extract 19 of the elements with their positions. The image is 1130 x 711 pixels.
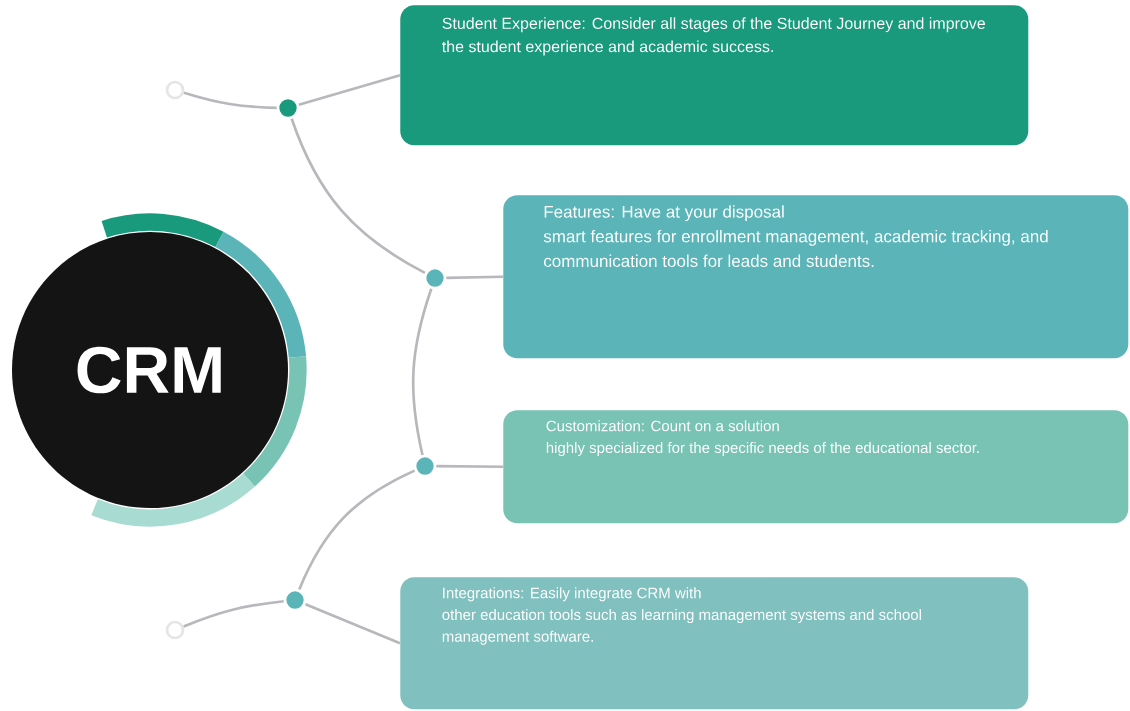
- end-cap: [165, 80, 185, 100]
- arc-line: [183, 91, 277, 110]
- arc-line: [290, 118, 426, 274]
- info-box: Student Experience: Consider all stages of the Student Journey and improve the student experience and academic success.: [400, 5, 1029, 146]
- connector-line: [298, 74, 401, 107]
- end-cap: [165, 620, 185, 640]
- dot-marker: [283, 588, 307, 612]
- dot-marker: [423, 266, 447, 290]
- connector-line: [436, 464, 504, 469]
- arc-line: [298, 469, 416, 591]
- dot-marker: [276, 96, 300, 120]
- info-box: Integrations: Easily integrate CRM with other education tools such as learning management systems and school management software.: [400, 577, 1029, 710]
- dot-marker: [413, 454, 437, 478]
- info-box: Features: Have at your disposal smart features for enrollment management, academic tracking, and communication tools for leads and students.: [503, 195, 1129, 359]
- arc-line: [411, 288, 433, 456]
- info-box: Customization: Count on a solution highly specialized for the specific needs of the educational sector.: [503, 410, 1129, 524]
- arc-line: [183, 599, 284, 628]
- connector-line: [446, 275, 504, 280]
- connector-line: [304, 603, 401, 645]
